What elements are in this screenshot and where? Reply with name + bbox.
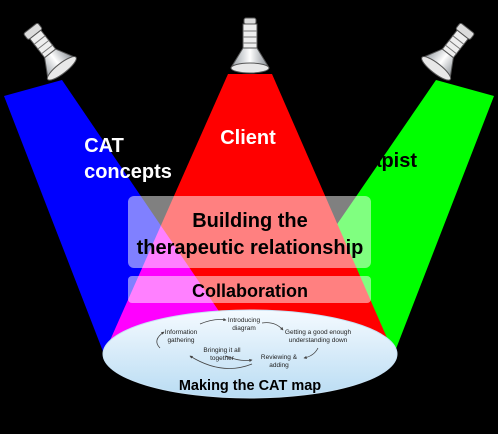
- cat-concepts-label-line1: CAT: [84, 135, 124, 157]
- step-introducing-diagram-1: Introducing: [228, 317, 261, 324]
- relationship-label-line2: therapeutic relationship: [137, 237, 364, 259]
- therapist-label: Therapist: [327, 150, 417, 172]
- step-information-gathering-1: Information: [165, 329, 198, 336]
- cat-map-floor: [102, 309, 398, 399]
- collaboration-panel: [128, 276, 371, 303]
- step-reviewing-adding-2: adding: [269, 362, 289, 369]
- step-reviewing-adding-1: Reviewing &: [261, 354, 298, 361]
- client-label: Client: [220, 127, 276, 149]
- right-spotlight-icon: [421, 22, 475, 81]
- step-bringing-together-1: Bringing it all: [203, 347, 241, 354]
- cat-map-cycle-arrows: [156, 317, 319, 369]
- step-bringing-together-2: together: [210, 355, 235, 362]
- step-getting-understanding-2: understanding down: [289, 337, 348, 344]
- center-spotlight-icon: [230, 17, 270, 74]
- making-cat-map-title: Making the CAT map: [179, 378, 321, 394]
- left-spotlight-icon: [23, 22, 77, 81]
- step-introducing-diagram-2: diagram: [232, 325, 255, 332]
- relationship-label-line1: Building the: [192, 210, 308, 232]
- relationship-panel: [128, 196, 371, 268]
- step-information-gathering-2: gathering: [167, 337, 194, 344]
- step-getting-understanding-1: Getting a good enough: [285, 329, 352, 336]
- cat-concepts-label-line2: concepts: [84, 161, 172, 183]
- collaboration-label: Collaboration: [192, 281, 308, 301]
